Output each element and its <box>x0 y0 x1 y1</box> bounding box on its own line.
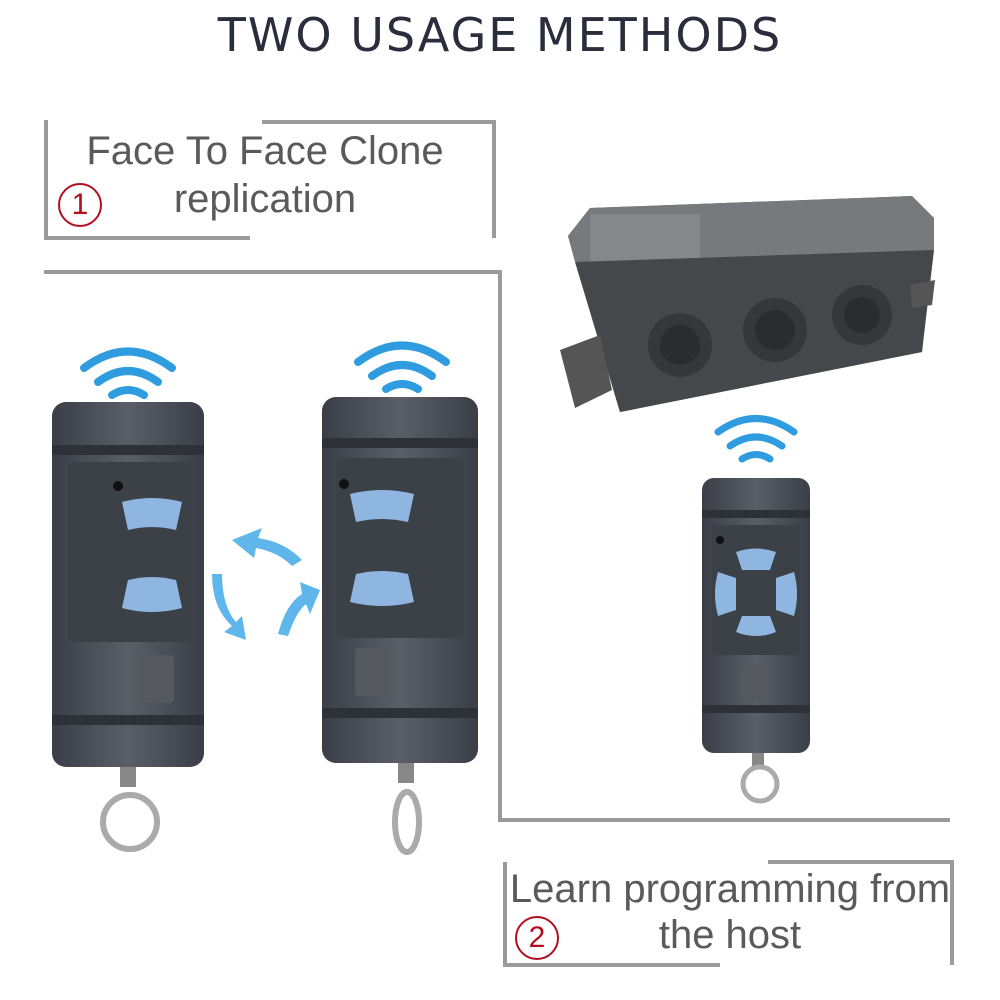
method-2-subtitle: the host <box>658 913 802 957</box>
wifi-signal-icon <box>354 341 450 393</box>
method-1-subtitle: replication <box>173 177 357 221</box>
circular-arrows-icon <box>212 528 320 640</box>
remote-control-icon <box>322 341 478 855</box>
remote-control-icon <box>52 347 204 852</box>
key-ring-icon <box>740 753 780 804</box>
key-ring-icon <box>392 763 422 855</box>
method-1-number: 1 <box>58 183 102 227</box>
method-2-title: Learn programming from <box>509 867 951 911</box>
page-title: TWO USAGE METHODS <box>217 8 783 62</box>
receiver-box-icon <box>560 196 935 412</box>
remote-control-icon <box>702 415 810 804</box>
key-ring-icon <box>100 767 160 852</box>
wifi-signal-icon <box>80 347 176 399</box>
method-1-title: Face To Face Clone <box>86 129 444 173</box>
wifi-signal-icon <box>714 415 798 463</box>
method-2-number: 2 <box>515 916 559 960</box>
